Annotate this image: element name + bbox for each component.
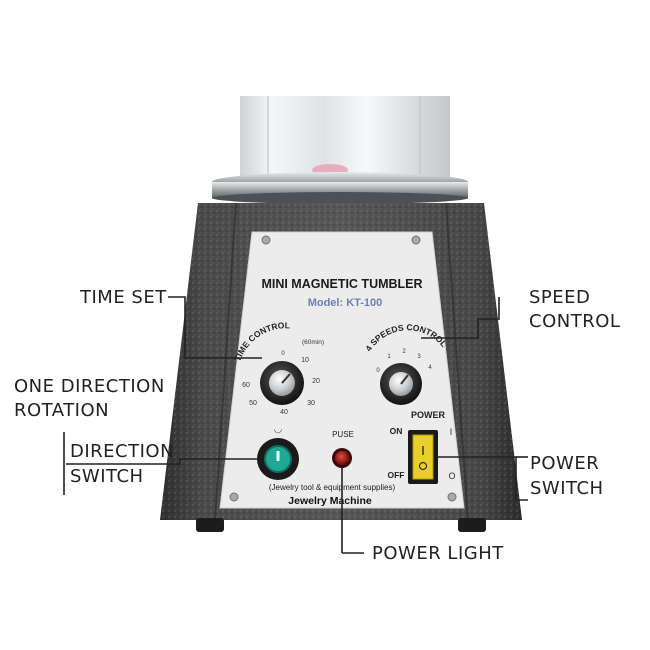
callout-one-direction-line2: ROTATION (14, 400, 110, 421)
time-mark: 20 (312, 378, 320, 385)
direction-switch-leader (66, 458, 257, 465)
time-mark: 60 (242, 382, 250, 389)
power-light (332, 448, 352, 468)
callout-lines (63, 296, 528, 554)
callout-time-set: TIME SET (80, 287, 167, 308)
callout-direction-switch-line2: SWITCH (70, 466, 144, 487)
time-unit-label: (60min) (302, 339, 324, 346)
callout-speed-control-line1: SPEED (529, 287, 591, 308)
speed-mark: 0 (376, 368, 380, 374)
barrel (240, 96, 450, 178)
speed-mark: 1 (387, 354, 391, 360)
machine-foot (458, 518, 486, 532)
off-symbol: O (448, 471, 455, 481)
time-mark: 30 (307, 400, 315, 407)
speed-control-leader (421, 297, 500, 339)
direction-switch[interactable] (257, 438, 299, 480)
power-switch[interactable] (408, 430, 438, 484)
callout-speed-control-line2: CONTROL (529, 311, 621, 332)
callout-power-light: POWER LIGHT (372, 543, 504, 564)
time-mark: 40 (280, 409, 288, 416)
on-symbol: I (450, 427, 453, 437)
on-label: ON (390, 426, 403, 436)
time-mark: 0 (281, 351, 285, 357)
speed-mark: 3 (417, 354, 421, 360)
speed-mark: 2 (402, 349, 406, 355)
callout-power-switch-line1: POWER (530, 453, 600, 474)
off-label: OFF (388, 470, 405, 480)
callout-one-direction-line1: ONE DIRECTION (14, 376, 165, 397)
direction-symbol: ◡ (274, 424, 283, 435)
panel-title: MINI MAGNETIC TUMBLER (261, 277, 422, 291)
pilot-label: PUSE (332, 430, 354, 439)
panel-brand: Jewelry Machine (288, 495, 372, 507)
power-switch-leader (438, 456, 528, 501)
time-mark: 10 (301, 357, 309, 364)
power-label: POWER (411, 410, 446, 420)
machine-foot (196, 518, 224, 532)
callout-direction-switch-line1: DIRECTION (70, 441, 175, 462)
speed-mark: 4 (428, 365, 432, 371)
callout-power-switch-line2: SWITCH (530, 478, 604, 499)
panel-model: Model: KT-100 (308, 297, 383, 309)
speed-control-knob[interactable] (380, 363, 422, 405)
panel-tagline: (Jewelry tool & equipment supplies) (269, 483, 396, 492)
time-set-leader (168, 296, 262, 359)
time-mark: 50 (249, 400, 257, 407)
time-control-knob[interactable] (260, 361, 304, 405)
